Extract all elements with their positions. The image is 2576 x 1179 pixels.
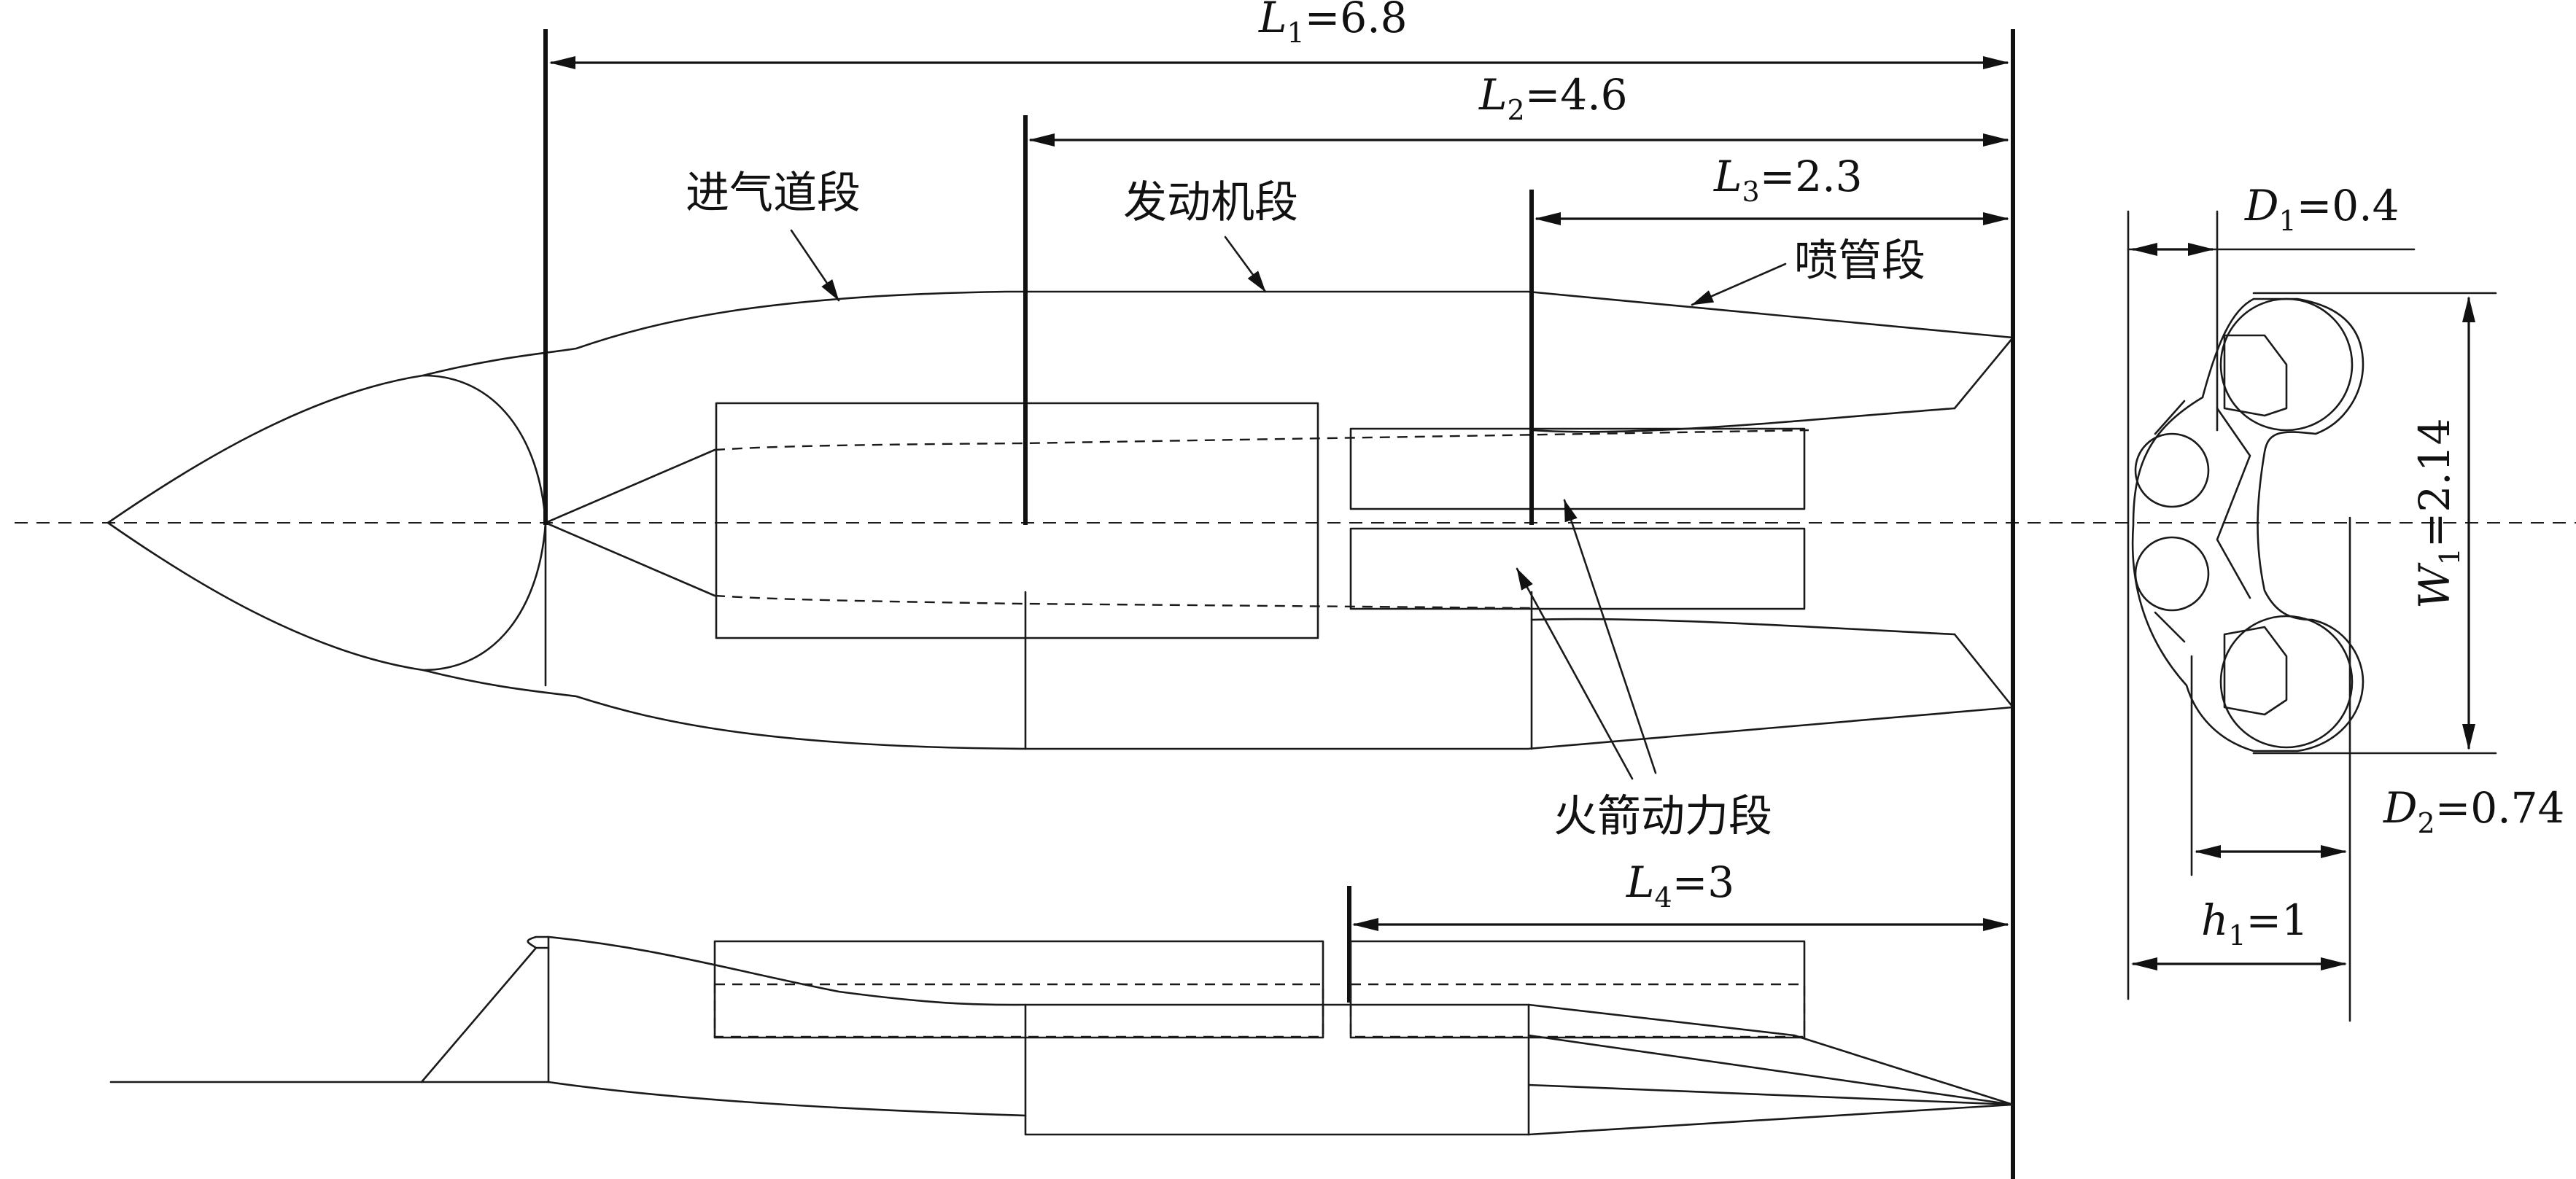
side-view (109, 935, 2014, 1136)
top-view (106, 290, 2014, 750)
leader-nozzle (1691, 262, 1787, 306)
side-engine-dashed (713, 983, 1324, 1038)
label-rocket-section: 火箭动力段 (1553, 791, 1772, 842)
rear-view (2131, 297, 2364, 752)
side-engine-top-box (713, 940, 1324, 1039)
duct-lower-dashed (714, 594, 1532, 610)
duct-upper-dashed (714, 429, 1809, 451)
side-nozzle-lines (1527, 1003, 2014, 1136)
rear-rocket-upper (2134, 432, 2210, 508)
dim-label-h1: h1=1 (2201, 895, 2308, 952)
engine-box (715, 402, 1319, 639)
rear-inner-lines (2154, 400, 2251, 643)
rocket-box-upper (1349, 427, 1806, 510)
dim-label-d2: D2=0.74 (2383, 783, 2564, 839)
leader-engine (1224, 236, 1267, 293)
leader-rocket-lower (1516, 567, 1634, 780)
leader-inlet (790, 229, 840, 302)
rocket-box-lower (1349, 527, 1806, 610)
inlet-inner-lines (544, 448, 716, 597)
nozzle-upper-curve (1530, 407, 1956, 433)
label-nozzle-section: 喷管段 (1794, 236, 1925, 287)
side-inlet-ramp (420, 935, 550, 1083)
dim-label-l2: L2=4.6 (1478, 70, 1628, 126)
rear-engine-upper (2219, 297, 2354, 432)
rear-outline (2131, 297, 2364, 752)
side-engine-box (1024, 1003, 1530, 1136)
side-rocket-box (1349, 940, 1806, 1039)
label-engine-section: 发动机段 (1123, 177, 1298, 228)
dim-label-l3: L3=2.3 (1713, 152, 1863, 208)
dim-label-l4: L4=3 (1626, 857, 1734, 914)
fuselage-upper-outline (422, 290, 2014, 410)
rear-inlet-upper (2223, 334, 2288, 417)
leader-rocket-upper (1563, 499, 1657, 774)
dim-label-d1: D1=0.4 (2244, 181, 2400, 237)
side-lower-contour (547, 1081, 1027, 1117)
dim-label-w1: W1=2.14 (2410, 418, 2466, 609)
nozzle-lower-curve (1530, 618, 1956, 636)
rear-rocket-lower (2134, 536, 2210, 612)
rear-inlet-lower (2223, 626, 2288, 716)
dim-label-l1: L1=6.8 (1258, 0, 1408, 49)
side-upper-contour (547, 935, 1027, 1006)
rear-engine-lower (2219, 615, 2354, 749)
side-rocket-dashed (1349, 983, 1806, 1038)
label-inlet-section: 进气道段 (686, 168, 861, 219)
fuselage-lower-outline (422, 633, 2014, 750)
